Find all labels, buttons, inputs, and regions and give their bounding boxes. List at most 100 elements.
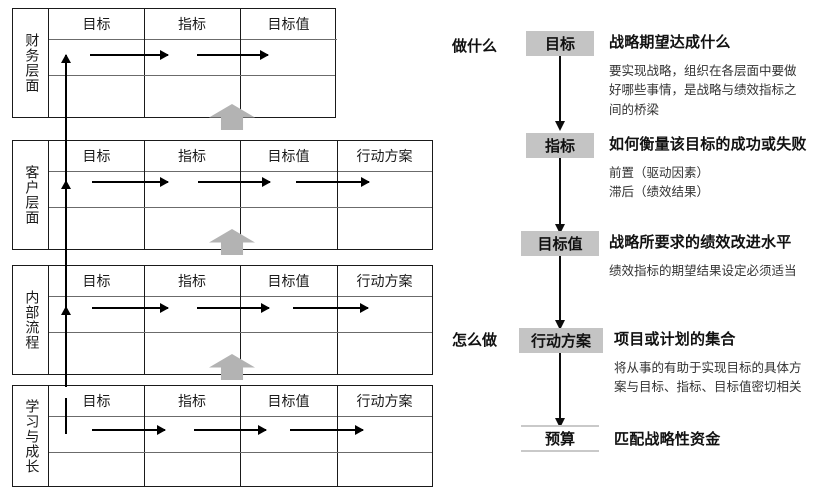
- flow-connector: [559, 158, 562, 225]
- flow-desc-line: 绩效指标的期望结果设定必须适当: [609, 263, 797, 278]
- flow-side-label-how: 怎么做: [452, 331, 498, 349]
- flow-node-measure[interactable]: 指标: [526, 133, 594, 158]
- column-divider: [240, 9, 242, 117]
- bsc-header-text: 行动方案: [356, 274, 413, 290]
- bsc-layer-label-text: 内部流程: [23, 290, 40, 350]
- bsc-header-cell: 目标: [49, 266, 144, 297]
- flow-title-target: 战略所要求的绩效改进水平: [609, 233, 792, 251]
- bsc-layer-label-text: 学习与成长: [23, 398, 40, 474]
- column-divider: [144, 266, 146, 374]
- bsc-header-text: 目标值: [267, 274, 310, 290]
- bsc-header-cell: 目标值: [240, 386, 337, 417]
- bsc-header-cell: 行动方案: [337, 141, 432, 172]
- bsc-layer-label: 财务层面: [13, 9, 49, 117]
- flow-desc-line: 间的桥梁: [609, 101, 660, 117]
- row-divider: [49, 332, 432, 334]
- bsc-header-text: 目标值: [267, 17, 310, 33]
- cascade-arrow-stem: [65, 398, 68, 434]
- bsc-table-learning-growth: 学习与成长 目标 指标 目标值 行动方案: [12, 385, 433, 487]
- bsc-table-internal-process: 内部流程 目标 指标 目标值 行动方案: [12, 265, 433, 375]
- cascade-arrow-stem: [65, 265, 68, 310]
- column-divider: [144, 141, 146, 249]
- column-divider: [240, 141, 242, 249]
- flow-arrow-right: [194, 429, 266, 432]
- flow-node-objective[interactable]: 目标: [526, 31, 594, 56]
- flow-desc-line: 滞后（绩效结果）: [609, 184, 710, 200]
- bsc-layer-label-text: 客户层面: [23, 165, 40, 225]
- bsc-table-financial: 财务层面 目标 指标 目标值: [12, 8, 337, 118]
- bsc-header-text: 目标值: [267, 394, 310, 410]
- cascade-arrow-up: [65, 307, 68, 387]
- bsc-table-customer: 客户层面 目标 指标 目标值 行动方案: [12, 140, 433, 250]
- flow-arrow-right: [92, 181, 168, 184]
- bsc-layer-label: 内部流程: [13, 266, 49, 374]
- flow-node-initiative[interactable]: 行动方案: [519, 328, 603, 353]
- flow-connector: [559, 353, 562, 419]
- flow-arrow-right: [90, 54, 168, 57]
- flow-connector: [559, 55, 562, 122]
- bsc-header-text: 目标值: [267, 149, 310, 165]
- column-divider: [337, 266, 339, 374]
- row-divider: [49, 75, 335, 77]
- flow-desc-line: 将从事的有助于实现目标的具体方: [614, 360, 802, 375]
- bsc-header-cell: 目标值: [240, 266, 337, 297]
- cascade-arrow-up: [65, 55, 68, 140]
- row-divider: [49, 207, 432, 209]
- flow-node-label: 目标: [544, 35, 575, 53]
- cascade-arrow-stem: [65, 140, 68, 185]
- bsc-header-cell: 指标: [144, 141, 240, 172]
- flow-desc-line: 好哪些事情，是战略与绩效指标之: [609, 82, 797, 98]
- bsc-layer-label: 客户层面: [13, 141, 49, 249]
- bsc-header-cell: 行动方案: [337, 266, 432, 297]
- bsc-header-cell: 目标: [49, 9, 144, 40]
- bsc-header-text: 指标: [178, 149, 206, 165]
- flow-node-label: 预算: [544, 430, 575, 448]
- bsc-layer-label-text: 财务层面: [23, 33, 40, 93]
- flow-desc-target: 绩效指标的期望结果设定必须适当: [609, 261, 797, 280]
- flow-connector: [559, 256, 562, 321]
- flow-side-label-what: 做什么: [452, 37, 498, 55]
- flow-node-target[interactable]: 目标值: [521, 231, 599, 256]
- bsc-header-text: 目标: [82, 274, 111, 290]
- bsc-header-cell: 指标: [144, 266, 240, 297]
- bsc-header-text: 行动方案: [356, 394, 413, 410]
- flow-arrow-right: [92, 307, 168, 310]
- bsc-header-text: 目标: [82, 149, 111, 165]
- flow-node-budget[interactable]: 预算: [521, 425, 599, 452]
- column-divider: [240, 386, 242, 486]
- column-divider: [144, 9, 146, 117]
- bsc-header-text: 指标: [178, 394, 206, 410]
- row-divider: [49, 452, 432, 454]
- flow-arrow-right: [197, 307, 269, 310]
- flow-title-measure: 如何衡量该目标的成功或失败: [609, 135, 807, 153]
- bsc-header-cell: 目标: [49, 141, 144, 172]
- column-divider: [144, 386, 146, 486]
- flow-arrow-right: [197, 54, 268, 57]
- bsc-header-text: 指标: [178, 274, 206, 290]
- column-divider: [337, 386, 339, 486]
- bsc-header-cell: 行动方案: [337, 386, 432, 417]
- flow-title-objective: 战略期望达成什么: [609, 33, 731, 51]
- flow-desc-objective: 要实现战略，组织在各层面中要做 好哪些事情，是战略与绩效指标之 间的桥梁: [609, 61, 797, 119]
- flow-node-label: 指标: [544, 137, 575, 155]
- bsc-header-text: 指标: [178, 17, 206, 33]
- flow-desc-initiative: 将从事的有助于实现目标的具体方 案与目标、指标、目标值密切相关: [614, 358, 802, 397]
- bsc-header-cell: 目标: [49, 386, 144, 417]
- column-divider: [240, 266, 242, 374]
- flow-desc-measure: 前置（驱动因素） 滞后（绩效结果）: [609, 163, 709, 202]
- bsc-layer-label: 学习与成长: [13, 386, 49, 486]
- flow-node-label: 行动方案: [530, 332, 591, 350]
- bsc-header-cell: 目标值: [240, 9, 337, 40]
- flow-title-initiative: 项目或计划的集合: [614, 330, 736, 348]
- flow-title-budget: 匹配战略性资金: [614, 430, 721, 448]
- flow-arrow-right: [293, 307, 368, 310]
- bsc-header-cell: 指标: [144, 386, 240, 417]
- column-divider: [337, 141, 339, 249]
- bsc-header-cell: 目标值: [240, 141, 337, 172]
- bsc-header-cell: 指标: [144, 9, 240, 40]
- bsc-header-text: 目标: [82, 394, 111, 410]
- cascade-arrow-up: [65, 181, 68, 266]
- flow-desc-line: 要实现战略，组织在各层面中要做: [609, 63, 797, 78]
- flow-node-label: 目标值: [537, 235, 583, 253]
